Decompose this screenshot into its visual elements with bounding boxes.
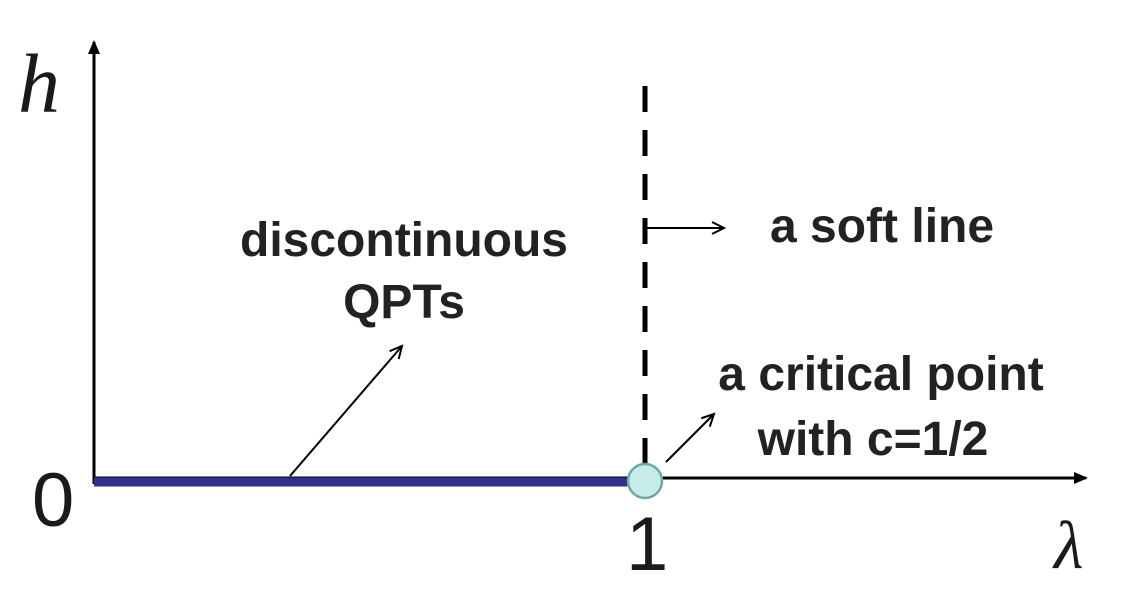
y-axis-label: h bbox=[18, 38, 60, 131]
x-axis-label: λ bbox=[1052, 507, 1083, 583]
critical-point-label-line2: with c=1/2 bbox=[757, 413, 989, 466]
critical-point-label-line1: a critical point bbox=[718, 348, 1043, 401]
soft-line-label: a soft line bbox=[770, 200, 994, 253]
discontinuous-label-line1: discontinuous bbox=[240, 214, 568, 267]
critical-point-marker bbox=[626, 462, 664, 500]
origin-label: 0 bbox=[32, 458, 74, 543]
discontinuous-label-line2: QPTs bbox=[343, 276, 465, 329]
discontinuous-arrow bbox=[289, 346, 402, 477]
x-tick-label-1: 1 bbox=[626, 502, 668, 587]
critical-point-arrow bbox=[665, 414, 714, 463]
